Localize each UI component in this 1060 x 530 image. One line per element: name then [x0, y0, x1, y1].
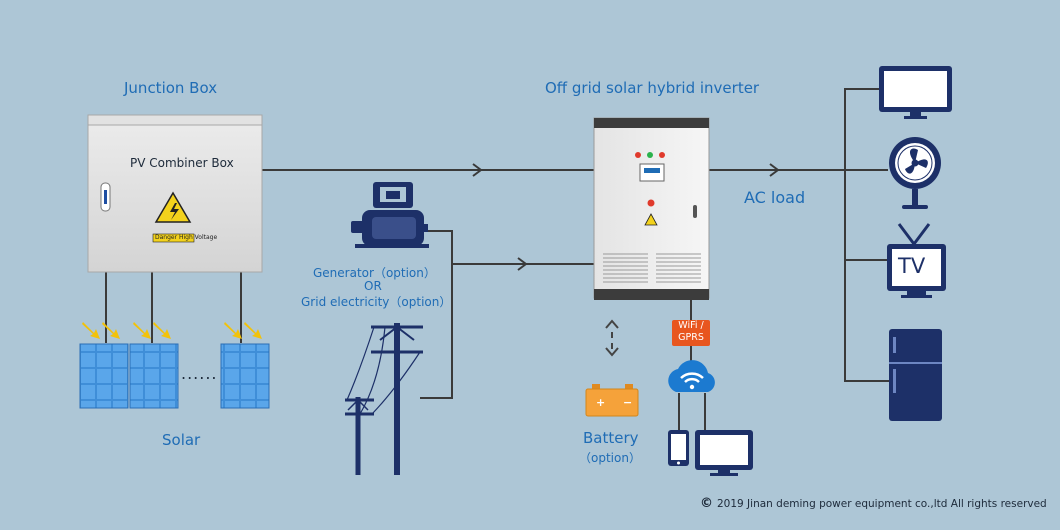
door-handle: [693, 205, 697, 218]
stop-button: [647, 199, 655, 207]
sun-ray-arrow-icon: [82, 322, 262, 339]
grid-label: Grid electricity（option）: [301, 295, 452, 309]
wifi-gprs-line2: GPRS: [678, 332, 704, 343]
wiring: [105, 88, 889, 430]
solar-panel: [79, 343, 129, 409]
door-latch-icon: [100, 182, 111, 212]
refrigerator-icon: [889, 329, 942, 421]
wifi-cloud-icon: [668, 360, 715, 392]
vent-grille: [603, 253, 701, 283]
or-label: OR: [364, 279, 382, 293]
svg-text:+: +: [596, 396, 605, 409]
copyright-text: 2019 Jinan deming power equipment co.,lt…: [717, 498, 1047, 510]
wifi-gprs-line1: WiFi /: [678, 320, 704, 331]
lightning-warning-icon: [154, 191, 192, 223]
wifi-gprs-tag: WiFi / GPRS: [672, 320, 710, 346]
power-pole-icon: [345, 323, 423, 475]
junction-box: [87, 114, 263, 273]
inverter-cabinet: [593, 117, 710, 300]
ac-load-label: AC load: [744, 188, 806, 207]
phone-icon: [668, 430, 689, 466]
tv-icon: [887, 223, 946, 298]
status-led-green: [647, 152, 653, 158]
ellipsis-separator: ......: [181, 364, 218, 383]
solar-panel: [129, 343, 179, 409]
solar-array: [79, 343, 270, 409]
battery-option-label: （option）: [579, 451, 641, 465]
tv-screen-text: TV: [898, 254, 926, 278]
warning-icon: [644, 213, 658, 226]
danger-label-plate: [152, 233, 195, 243]
solar-panel: [220, 343, 270, 409]
pv-combiner-label: PV Combiner Box: [130, 156, 234, 170]
flow-arrows: [472, 163, 780, 271]
generator-icon: [351, 182, 429, 248]
monitor-icon: [879, 66, 952, 119]
status-led-red: [635, 152, 641, 158]
svg-text:−: −: [623, 396, 632, 409]
solar-label: Solar: [162, 431, 201, 449]
inverter-label: Off grid solar hybrid inverter: [545, 79, 760, 97]
copyright-symbol: ©: [700, 496, 713, 511]
computer-icon: [695, 430, 753, 476]
battery-label: Battery: [583, 429, 639, 447]
danger-label: Danger High Voltage: [155, 234, 218, 241]
status-led-red: [659, 152, 665, 158]
battery-link: [605, 319, 619, 357]
battery-icon: + −: [585, 384, 639, 417]
junction-box-label: Junction Box: [124, 79, 218, 97]
generator-label: Generator（option）: [313, 266, 436, 280]
fan-icon: [889, 137, 941, 209]
